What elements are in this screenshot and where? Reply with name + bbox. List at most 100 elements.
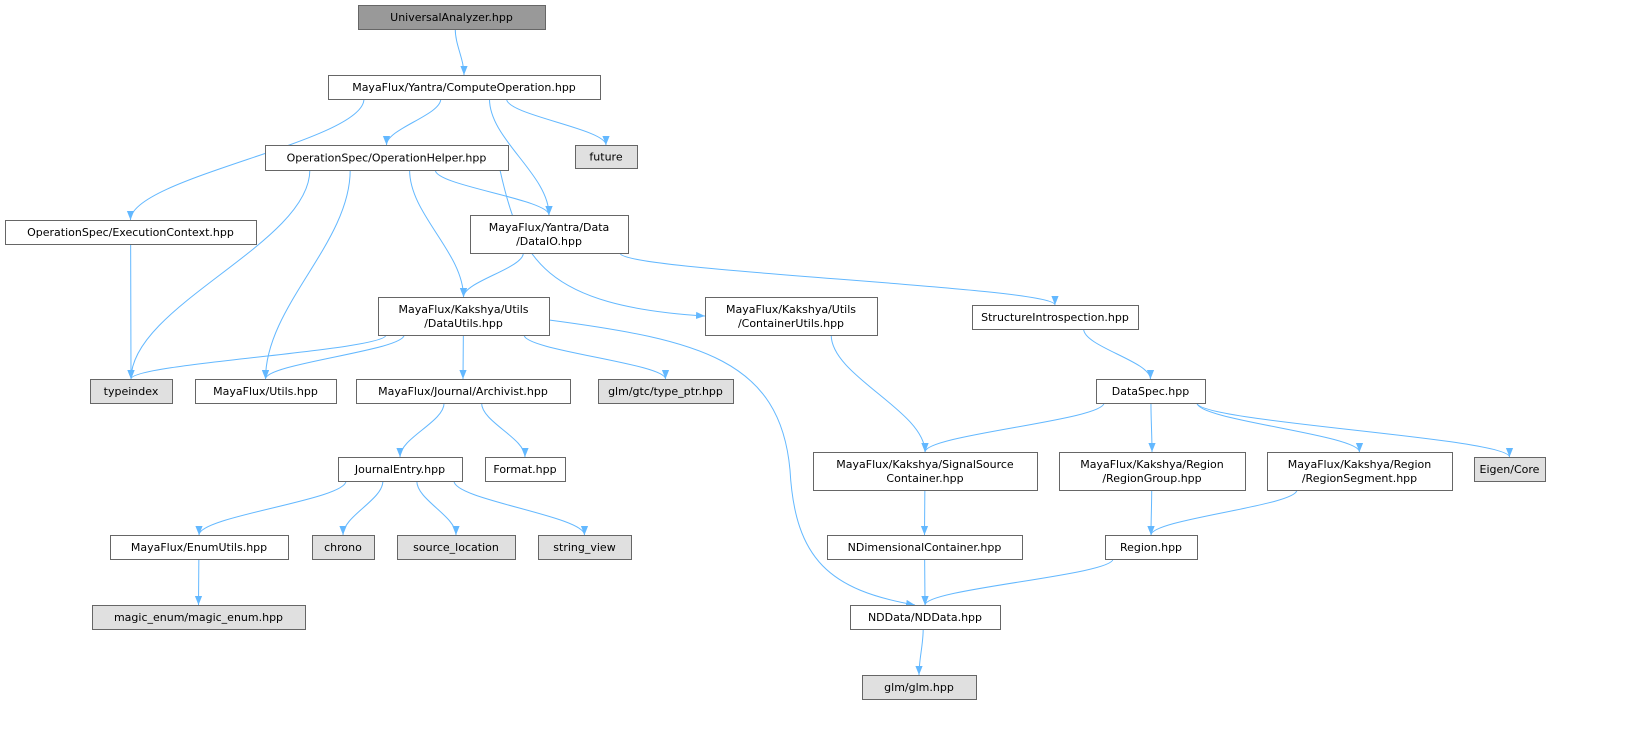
- edge-datautils-to-utils: [261, 334, 405, 380]
- edge-ua-to-co: [454, 28, 468, 76]
- node-label: OperationSpec/OperationHelper.hpp: [287, 152, 487, 165]
- node-label: Eigen/Core: [1480, 463, 1540, 476]
- node-dataspec[interactable]: DataSpec.hpp: [1096, 379, 1206, 404]
- edge-datautils-to-nddata: [548, 319, 916, 607]
- edge-co-to-dataio: [489, 98, 553, 216]
- edge-datautils-to-typeptr: [523, 334, 670, 380]
- node-typeindex: typeindex: [90, 379, 173, 404]
- node-box: [705, 297, 878, 336]
- node-srcloc: source_location: [397, 535, 516, 560]
- node-strview: string_view: [538, 535, 632, 560]
- node-box: [575, 145, 638, 169]
- edge-journalentry-to-chrono: [339, 480, 384, 536]
- node-dataio[interactable]: MayaFlux/Yantra/Data/DataIO.hpp: [470, 215, 629, 254]
- edge-oh-to-datautils: [409, 169, 468, 298]
- node-label: glm/gtc/type_ptr.hpp: [608, 385, 723, 398]
- node-box: [5, 220, 257, 245]
- node-label: magic_enum/magic_enum.hpp: [114, 611, 283, 624]
- node-oh[interactable]: OperationSpec/OperationHelper.hpp: [265, 145, 509, 171]
- node-label: UniversalAnalyzer.hpp: [390, 11, 513, 24]
- edge-oh-to-utils: [261, 169, 351, 380]
- node-label: MayaFlux/Kakshya/Utils/ContainerUtils.hp…: [726, 303, 856, 330]
- node-eigen: Eigen/Core: [1474, 457, 1546, 482]
- node-box: [356, 379, 571, 404]
- edge-journalentry-to-enumutils: [195, 480, 347, 536]
- edge-archivist-to-journalentry: [396, 402, 445, 458]
- edge-co-to-ec: [126, 98, 365, 221]
- edge-co-to-future: [506, 98, 610, 146]
- edge-archivist-to-format: [481, 402, 529, 458]
- node-containerutils[interactable]: MayaFlux/Kakshya/Utils/ContainerUtils.hp…: [705, 297, 878, 336]
- edge-containerutils-to-signalsource: [830, 334, 929, 453]
- node-box: [485, 457, 566, 482]
- node-regiongroup[interactable]: MayaFlux/Kakshya/Region/RegionGroup.hpp: [1059, 452, 1246, 491]
- node-box: [265, 145, 509, 171]
- node-future: future: [575, 145, 638, 169]
- node-nddata[interactable]: NDData/NDData.hpp: [850, 605, 1001, 630]
- node-magicenum: magic_enum/magic_enum.hpp: [92, 605, 306, 630]
- node-label: future: [589, 151, 622, 164]
- node-typeptr: glm/gtc/type_ptr.hpp: [598, 379, 734, 404]
- node-glm: glm/glm.hpp: [862, 675, 977, 700]
- node-datautils[interactable]: MayaFlux/Kakshya/Utils/DataUtils.hpp: [378, 297, 550, 336]
- node-label: string_view: [553, 541, 615, 554]
- node-label: chrono: [324, 541, 362, 554]
- node-box: [312, 535, 375, 560]
- node-box: [338, 457, 463, 482]
- node-box: [1267, 452, 1453, 491]
- node-structintro[interactable]: StructureIntrospection.hpp: [972, 305, 1139, 330]
- node-label: MayaFlux/Journal/Archivist.hpp: [378, 385, 548, 398]
- node-box: [378, 297, 550, 336]
- node-label: glm/glm.hpp: [884, 681, 954, 694]
- nodes: UniversalAnalyzer.hppMayaFlux/Yantra/Com…: [5, 5, 1546, 700]
- node-chrono: chrono: [312, 535, 375, 560]
- edge-dataio-to-structintro: [619, 252, 1059, 306]
- node-box: [862, 675, 977, 700]
- node-label: DataSpec.hpp: [1112, 385, 1189, 398]
- node-label: StructureIntrospection.hpp: [981, 311, 1129, 324]
- node-box: [470, 215, 629, 254]
- node-box: [972, 305, 1139, 330]
- node-box: [195, 379, 337, 404]
- edge-regiongroup-to-region: [1147, 489, 1155, 536]
- edge-datautils-to-typeindex: [127, 334, 387, 380]
- edge-nddata-to-glm: [915, 628, 924, 676]
- node-archivist[interactable]: MayaFlux/Journal/Archivist.hpp: [356, 379, 571, 404]
- node-label: NDimensionalContainer.hpp: [848, 541, 1002, 554]
- node-enumutils[interactable]: MayaFlux/EnumUtils.hpp: [110, 535, 289, 560]
- node-box: [813, 452, 1038, 491]
- node-region[interactable]: Region.hpp: [1105, 535, 1198, 560]
- edge-dataspec-to-regionsegment: [1196, 402, 1364, 453]
- edge-co-to-oh: [382, 98, 442, 146]
- node-utils[interactable]: MayaFlux/Utils.hpp: [195, 379, 337, 404]
- edge-dataspec-to-eigen: [1196, 402, 1513, 458]
- node-co[interactable]: MayaFlux/Yantra/ComputeOperation.hpp: [328, 75, 601, 100]
- node-box: [827, 535, 1023, 560]
- edge-oh-to-dataio: [434, 169, 553, 216]
- node-label: Region.hpp: [1120, 541, 1182, 554]
- edge-regionsegment-to-region: [1147, 489, 1298, 536]
- node-box: [850, 605, 1001, 630]
- node-label: MayaFlux/Yantra/ComputeOperation.hpp: [352, 81, 576, 94]
- edge-oh-to-containerutils: [499, 169, 706, 320]
- edge-region-to-nddata: [921, 558, 1114, 606]
- node-journalentry[interactable]: JournalEntry.hpp: [338, 457, 463, 482]
- node-label: Format.hpp: [493, 463, 556, 476]
- node-box: [538, 535, 632, 560]
- node-label: JournalEntry.hpp: [354, 463, 445, 476]
- node-format[interactable]: Format.hpp: [485, 457, 566, 482]
- node-box: [1105, 535, 1198, 560]
- node-label: MayaFlux/Utils.hpp: [213, 385, 318, 398]
- node-label: typeindex: [104, 385, 159, 398]
- node-regionsegment[interactable]: MayaFlux/Kakshya/Region/RegionSegment.hp…: [1267, 452, 1453, 491]
- edge-journalentry-to-strview: [453, 480, 589, 536]
- node-ua[interactable]: UniversalAnalyzer.hpp: [358, 5, 546, 30]
- node-box: [358, 5, 546, 30]
- node-ndim[interactable]: NDimensionalContainer.hpp: [827, 535, 1023, 560]
- node-label: MayaFlux/Kakshya/Utils/DataUtils.hpp: [398, 303, 528, 330]
- node-box: [1474, 457, 1546, 482]
- node-ec[interactable]: OperationSpec/ExecutionContext.hpp: [5, 220, 257, 245]
